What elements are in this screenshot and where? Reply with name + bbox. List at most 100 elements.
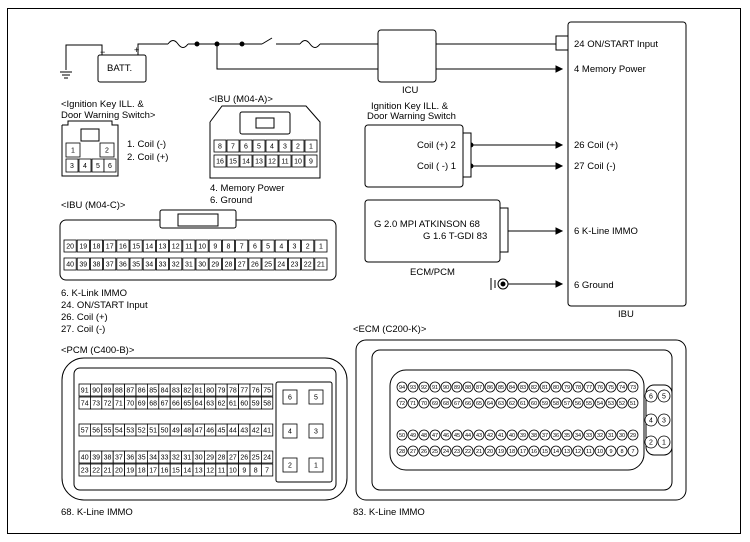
conn-ibu-c-pin-cell	[248, 239, 262, 253]
conn-ecm-pin-cell	[495, 429, 507, 441]
conn-ecm-pin-cell	[517, 429, 529, 441]
conn-ecm-pin-label: 84	[509, 385, 515, 391]
conn-pcm-pin: 21	[101, 463, 114, 477]
conn-pcm-pin: 75	[260, 383, 274, 397]
conn-ibu-c-pin-label: 21	[317, 262, 325, 269]
conn-ibu-c-pin-label: 29	[211, 262, 219, 269]
conn-ecm-pin-cell	[616, 445, 628, 457]
conn-ecm-pin-label: 56	[575, 401, 581, 407]
conn-ecm-pin: 68	[440, 397, 452, 409]
conn-ecm-pin-cell	[506, 397, 518, 409]
conn-ibu-c-pin: 32	[169, 257, 183, 271]
conn-pcm-pin-label: 81	[195, 388, 203, 395]
conn-ibu-c-pin-label: 15	[132, 244, 140, 251]
conn-ecm-pin-label: 78	[575, 385, 581, 391]
conn-ecm-pin-label: 12	[575, 449, 581, 455]
conn-ibu-a-pin-cell	[278, 139, 292, 153]
conn-ibu-c-pin: 36	[116, 257, 130, 271]
conn-ibu-c-legend-4: 27. Coil (-)	[61, 324, 106, 335]
conn-pcm-pin-label: 78	[229, 388, 237, 395]
conn-ibu-c-pin: 5	[261, 239, 275, 253]
conn-ecm-pin-label: 81	[542, 385, 548, 391]
battery-positive-wire	[137, 43, 168, 55]
conn-pcm-pin-label: 20	[115, 468, 123, 475]
conn-pcm-pin: 43	[238, 423, 251, 437]
conn-pcm-pin: 7	[260, 463, 274, 477]
conn-ibu-c-pin-label: 4	[279, 244, 283, 251]
conn-pcm-pin: 87	[124, 383, 137, 397]
conn-switch-pin: 5	[91, 158, 105, 173]
conn-ibu-c-pin: 37	[103, 257, 117, 271]
conn-ibu-c-lock	[177, 213, 219, 227]
conn-pcm-pin-label: 57	[81, 428, 89, 435]
conn-ibu-c-pin-label: 13	[159, 244, 167, 251]
conn-ecm-pin-cell	[429, 429, 441, 441]
conn-ecm-pin-label: 94	[399, 385, 405, 391]
conn-pcm-pin: 88	[112, 383, 125, 397]
conn-ibu-c-pin-cell	[208, 239, 222, 253]
conn-pcm-pin-label: 47	[195, 428, 203, 435]
conn-pcm-pin-label: 71	[115, 401, 123, 408]
arrow-head	[555, 280, 564, 288]
conn-ecm-pin-label: 32	[597, 433, 603, 439]
conn-pcm-pin: 57	[78, 423, 91, 437]
conn-ecm-pin: 17	[517, 445, 529, 457]
conn-ibu-a-pin-label: 4	[270, 144, 274, 151]
conn-switch-pin: 2	[99, 142, 115, 158]
conn-ibu-c-pin-cell	[314, 257, 328, 271]
conn-pcm-pin: 34	[146, 450, 160, 464]
conn-ecm-pin-cell	[440, 429, 452, 441]
conn-ibu-c-pin: 28	[221, 257, 235, 271]
conn-ibu-c-pin-cell	[90, 239, 104, 253]
conn-ecm-pin-label: 87	[476, 385, 482, 391]
conn-ibu-c-pin: 1	[314, 239, 328, 253]
conn-ecm-pin-cell	[561, 445, 573, 457]
conn-switch-title-2: Door Warning Switch>	[61, 110, 156, 121]
conn-ecm-pin: 46	[440, 429, 452, 441]
conn-pcm-pin-label: 68	[149, 401, 157, 408]
conn-ibu-a-pin: 3	[278, 139, 292, 153]
conn-pcm-pin: 77	[238, 383, 251, 397]
conn-pcm-pin: 79	[215, 383, 228, 397]
conn-ibu-c-pin: 24	[274, 257, 288, 271]
conn-ecm-pin-label: 34	[575, 433, 581, 439]
conn-ibu-c-pin-label: 26	[251, 262, 259, 269]
conn-pcm-pin-label: 39	[92, 455, 100, 462]
conn-ecm-pin: 60	[528, 397, 540, 409]
conn-ecm-pin-label: 36	[553, 433, 559, 439]
conn-ibu-c-pin: 14	[142, 239, 156, 253]
conn-ibu-a-pin: 11	[278, 154, 292, 168]
conn-ecm-pin-cell	[429, 397, 441, 409]
conn-pcm-side-block	[275, 381, 333, 483]
conn-ecm-pin-label: 10	[597, 449, 603, 455]
conn-ecm-pin-label: 67	[454, 401, 460, 407]
conn-pcm-pin: 85	[146, 383, 160, 397]
ecm-pcm-line-1: G 2.0 MPI ATKINSON 68	[374, 219, 480, 230]
conn-pcm-side-pin-cell	[308, 423, 324, 439]
conn-ecm-pin-label: 71	[410, 401, 416, 407]
conn-ecm-pin: 31	[605, 429, 617, 441]
conn-ecm-pin-label: 89	[454, 385, 460, 391]
conn-ecm-pin: 78	[572, 381, 584, 393]
conn-ecm-pin-label: 91	[432, 385, 438, 391]
conn-ecm-pin-label: 82	[531, 385, 537, 391]
conn-ecm-pin-cell	[495, 397, 507, 409]
conn-ecm-side-pin-label: 6	[649, 394, 653, 401]
conn-switch-pin-cell	[65, 142, 81, 158]
conn-ibu-c-pin: 30	[195, 257, 209, 271]
conn-ecm-pin-label: 93	[410, 385, 416, 391]
conn-switch-pin-label: 5	[96, 163, 100, 170]
conn-ecm-pin: 9	[605, 445, 617, 457]
conn-pcm-side-pin-cell	[282, 389, 298, 405]
conn-ibu-c-pin-label: 14	[145, 244, 153, 251]
conn-ecm-pin: 34	[572, 429, 584, 441]
conn-ibu-c-pin-cell	[142, 239, 156, 253]
conn-ecm-pin-label: 39	[520, 433, 526, 439]
conn-ibu-c-pin: 8	[221, 239, 235, 253]
conn-ecm-pin: 8	[616, 445, 628, 457]
conn-ecm-pin: 42	[484, 429, 496, 441]
conn-pcm-pin: 78	[226, 383, 239, 397]
conn-ecm-pin: 41	[495, 429, 507, 441]
warning-switch-title-2: Door Warning Switch	[367, 111, 456, 122]
conn-ecm-pin-label: 19	[498, 449, 504, 455]
